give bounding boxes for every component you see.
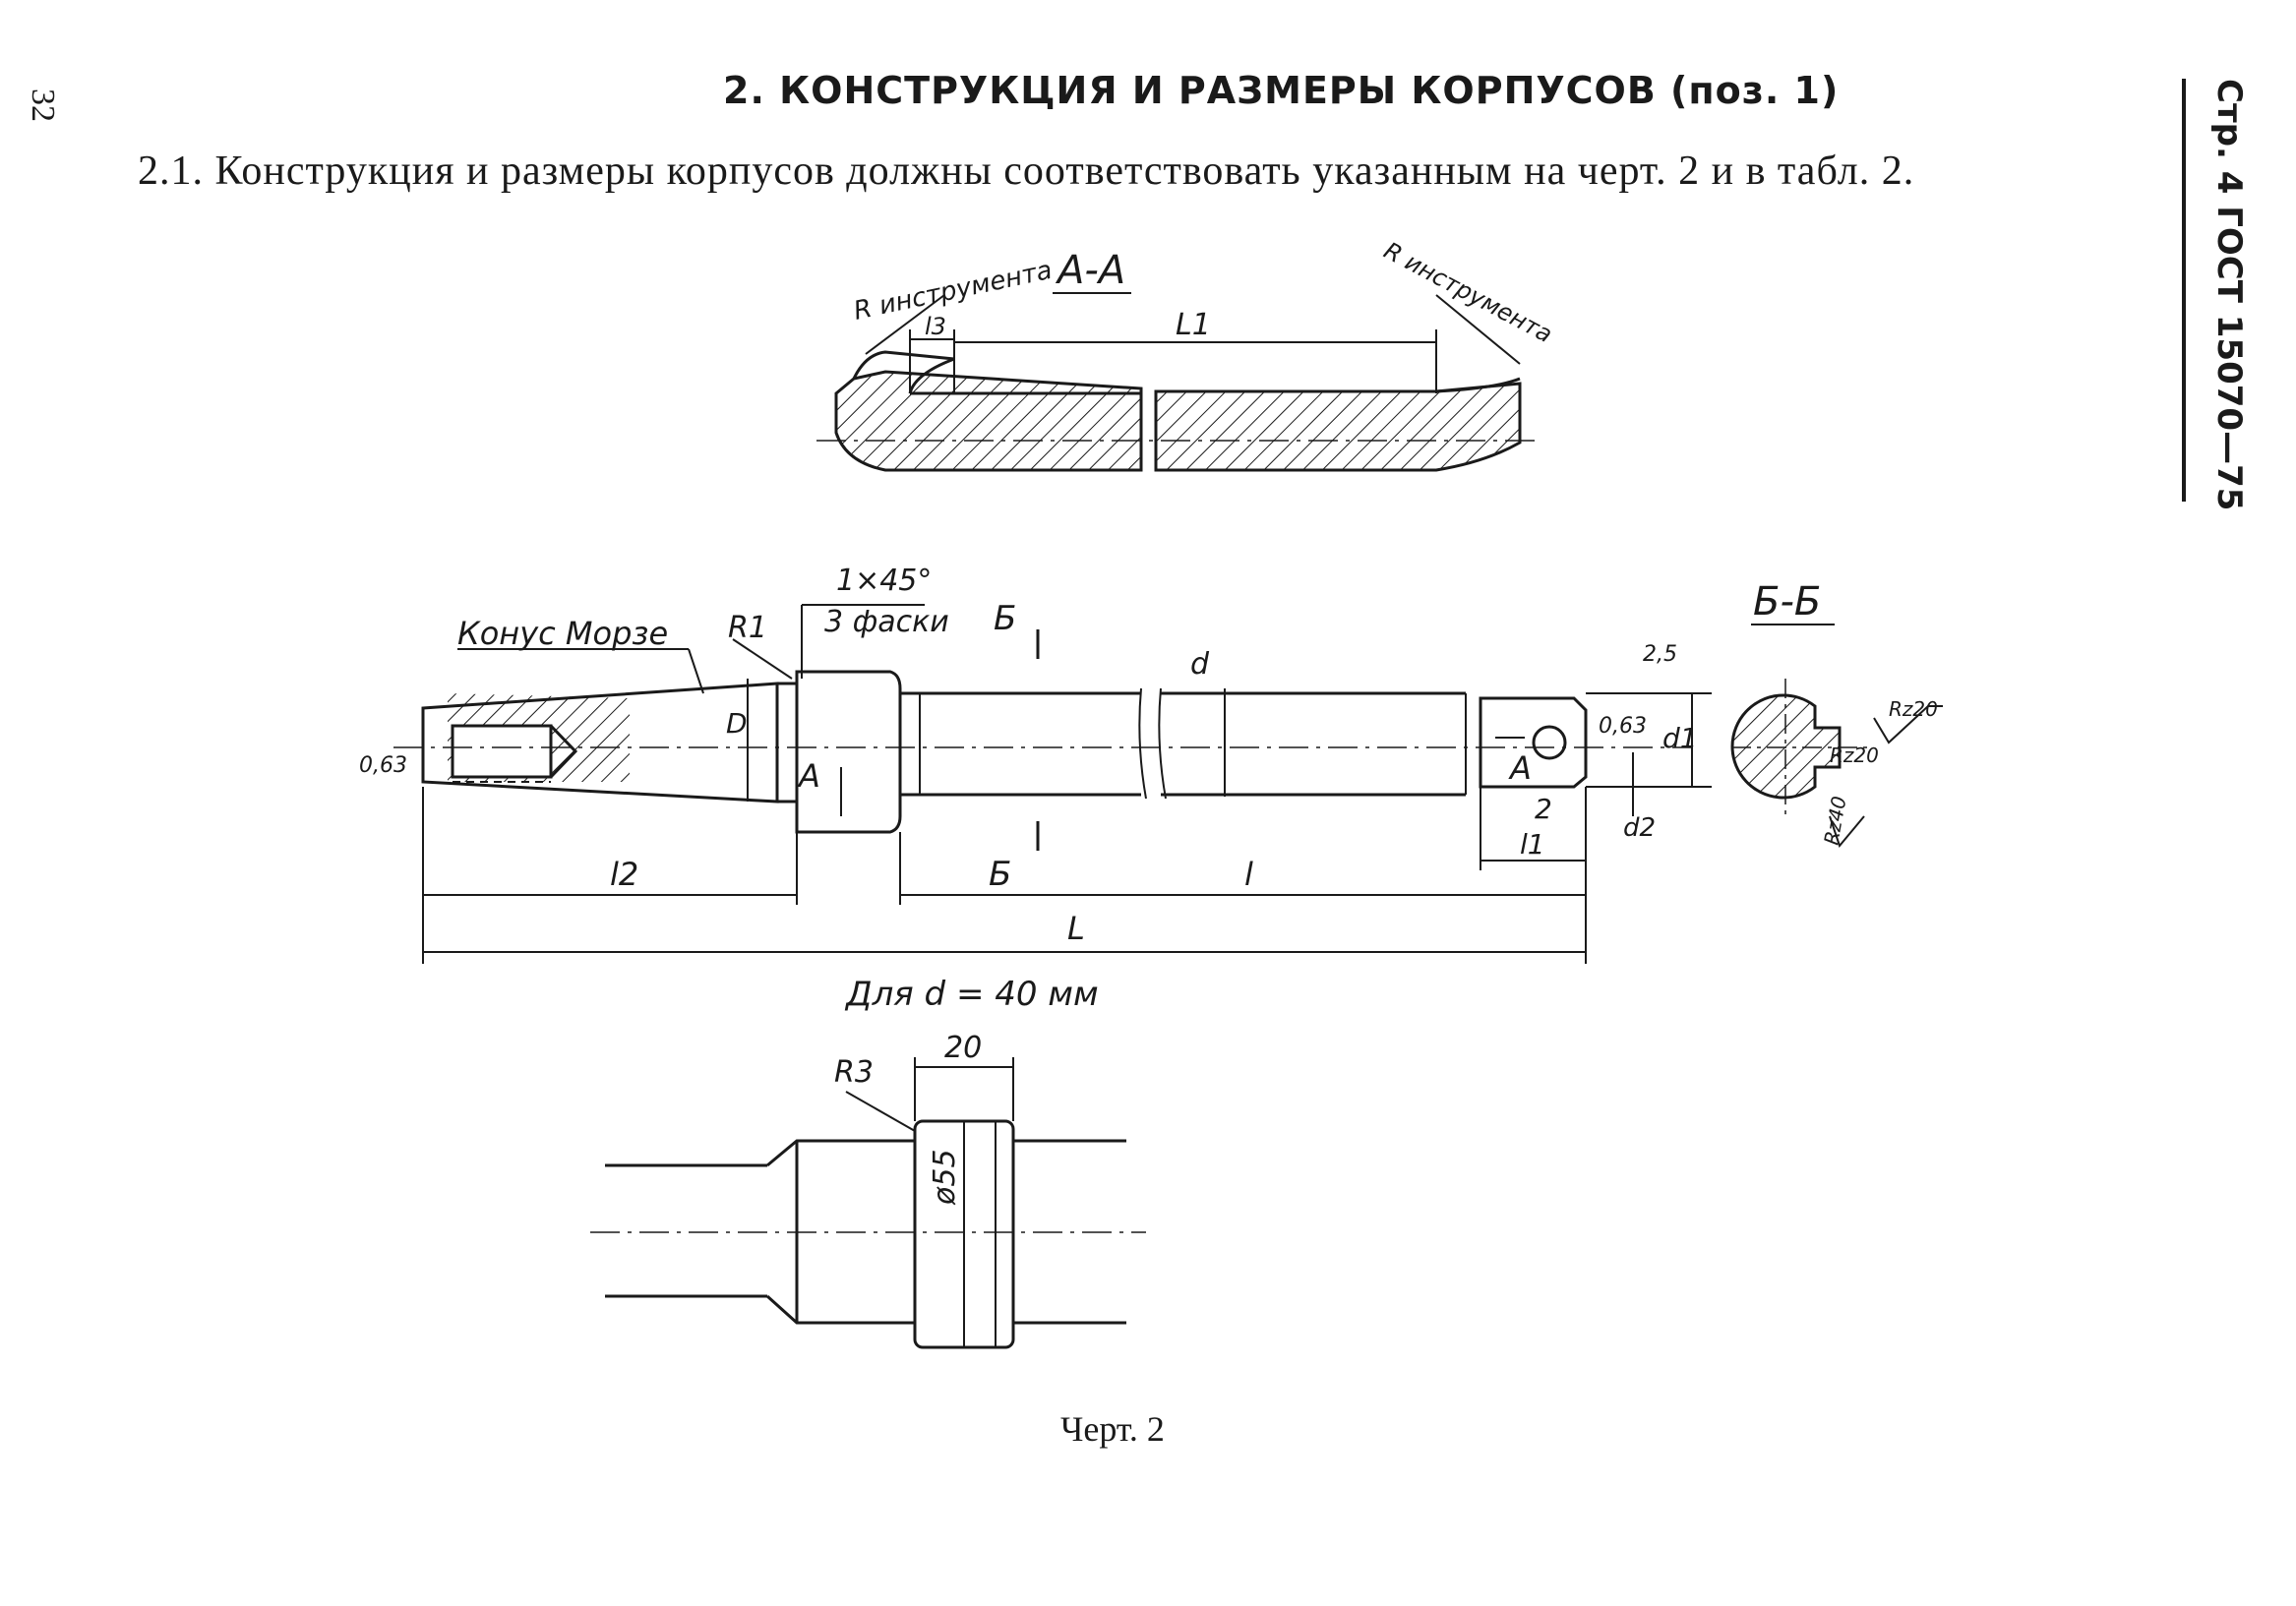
section-bb-view — [1730, 624, 1943, 849]
side-rule — [2182, 79, 2186, 502]
detail-dim-55-label: ø55 — [928, 1149, 962, 1206]
dim-d-label: d — [1190, 647, 1210, 682]
morse-taper-label: Конус Морзе — [457, 615, 668, 652]
dim-l2-label: l2 — [610, 856, 638, 893]
roughness-right-label: 0,63 — [1599, 714, 1647, 739]
dim-D-label: D — [726, 707, 748, 740]
dim-l-label: l — [1244, 856, 1253, 893]
figure-caption: Черт. 2 — [1060, 1409, 1165, 1449]
rz20-symbol-top — [1873, 705, 1943, 744]
rz40-symbol — [1829, 815, 1865, 849]
threaded-hole — [451, 724, 553, 779]
section-aa-l3-label: l3 — [925, 313, 946, 340]
rz20-inner-label: Rz20 — [1830, 744, 1879, 767]
dim-l1-label: l1 — [1520, 828, 1545, 861]
section-aa-hatched-body-left — [834, 370, 1143, 472]
section-aa-left-radius-label: R инструмента — [851, 256, 1055, 327]
dim-d2-label: d2 — [1623, 813, 1656, 843]
section-aa-L1-label: L1 — [1176, 308, 1211, 342]
section-bb-title: Б-Б — [1753, 579, 1821, 625]
break-line-left — [1138, 687, 1147, 800]
detail-dim-20-label: 20 — [944, 1031, 982, 1065]
detail-view-title: Для d = 40 мм — [844, 975, 1099, 1014]
drill-point — [549, 724, 578, 779]
section-bb-circle — [1730, 693, 1842, 800]
rz20-top-label: Rz20 — [1889, 697, 1938, 721]
section-aa-right-leader — [1435, 294, 1521, 365]
break-line-right — [1158, 687, 1167, 800]
detail-r3-leader — [845, 1091, 916, 1132]
collar — [795, 670, 902, 834]
section-aa-top-profile — [852, 350, 955, 394]
detail-view — [590, 1057, 1146, 1349]
morse-taper-leader-diag — [688, 648, 704, 694]
chamfer-count-label: 3 фаски — [824, 605, 949, 639]
section-aa-hatched-body-right — [1154, 382, 1522, 472]
r1-label: R1 — [728, 611, 767, 645]
detail-r3-label: R3 — [834, 1055, 874, 1090]
section-aa-right-radius-label: R инструмента — [1379, 237, 1556, 349]
section-aa-right-radius — [1435, 377, 1521, 393]
dim-2-label: 2 — [1535, 793, 1552, 825]
chamfer-label: 1×45° — [836, 564, 932, 598]
main-view — [393, 604, 1712, 964]
a-left-label: А — [797, 757, 820, 795]
section-aa-view — [816, 292, 1540, 472]
section-b-bottom-label: Б — [989, 855, 1011, 894]
section-heading: 2. КОНСТРУКЦИЯ И РАЗМЕРЫ КОРПУСОВ (поз. … — [723, 69, 1840, 112]
a-right-label: А — [1508, 749, 1532, 787]
roughness-left-label: 0,63 — [359, 753, 407, 778]
roughness-2-5-label: 2,5 — [1643, 642, 1677, 667]
dim-d1-label: d1 — [1662, 722, 1698, 754]
dim-L-label: L — [1067, 910, 1085, 947]
r1-leader — [732, 638, 793, 680]
section-aa-left-leader — [865, 294, 945, 355]
paragraph-2-1: 2.1. Конструкция и размеры корпусов долж… — [138, 149, 1915, 194]
insert-hole — [1532, 725, 1567, 760]
section-b-top-label: Б — [994, 599, 1016, 638]
section-aa-title: А-А — [1055, 248, 1125, 293]
